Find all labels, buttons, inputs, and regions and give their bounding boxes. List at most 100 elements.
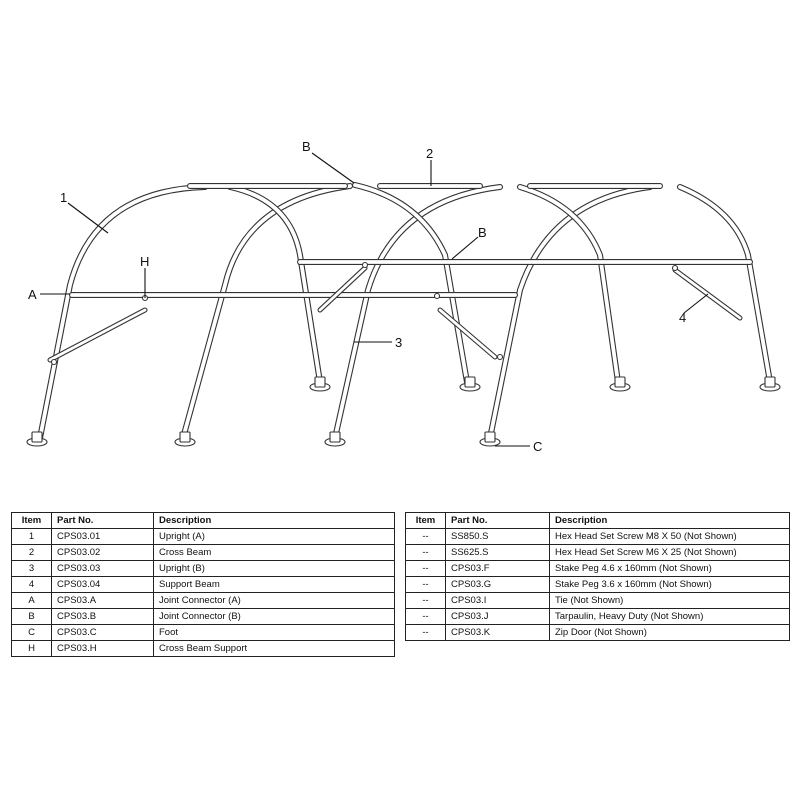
description-cell: Upright (A) — [153, 528, 395, 545]
back-arch-1-core — [228, 185, 322, 384]
description-cell: Zip Door (Not Shown) — [549, 624, 790, 641]
description-cell: Hex Head Set Screw M6 X 25 (Not Shown) — [549, 544, 790, 561]
foot-back-2 — [459, 376, 481, 392]
foot-back-4 — [759, 376, 781, 392]
joint-marker — [50, 358, 58, 366]
part-no-cell: CPS03.04 — [51, 576, 154, 593]
front-arch-4-core — [488, 185, 652, 440]
part-no-cell: CPS03.K — [445, 624, 550, 641]
header-part-no: Part No. — [51, 512, 154, 529]
part-no-cell: CPS03.A — [51, 592, 154, 609]
part-no-cell: SS850.S — [445, 528, 550, 545]
joint-marker — [433, 292, 441, 300]
joint-marker — [361, 261, 369, 269]
callout-b-mid: B — [478, 225, 487, 240]
item-cell: -- — [405, 544, 446, 561]
leader-b-mid — [451, 236, 479, 260]
part-no-cell: CPS03.J — [445, 608, 550, 625]
item-cell: -- — [405, 624, 446, 641]
front-arch-1-core — [38, 185, 207, 440]
item-cell: 4 — [11, 576, 52, 593]
description-cell: Support Beam — [153, 576, 395, 593]
foot-front-3 — [324, 431, 346, 447]
part-no-cell: CPS03.F — [445, 560, 550, 577]
part-no-cell: CPS03.H — [51, 640, 154, 657]
item-cell: -- — [405, 576, 446, 593]
part-no-cell: CPS03.I — [445, 592, 550, 609]
front-arch-3 — [332, 184, 503, 441]
item-cell: 1 — [11, 528, 52, 545]
callout-2: 2 — [426, 146, 433, 161]
item-cell: -- — [405, 560, 446, 577]
part-no-cell: CPS03.02 — [51, 544, 154, 561]
item-cell: A — [11, 592, 52, 609]
foot-back-1 — [309, 376, 331, 392]
part-no-cell: CPS03.03 — [51, 560, 154, 577]
description-cell: Stake Peg 3.6 x 160mm (Not Shown) — [549, 576, 790, 593]
joint-marker — [496, 353, 504, 361]
description-cell: Upright (B) — [153, 560, 395, 577]
header-part-no: Part No. — [445, 512, 550, 529]
feet-group — [26, 261, 781, 447]
item-cell: 2 — [11, 544, 52, 561]
frame-exploded-diagram: 1 B 2 B H A 3 4 C — [26, 139, 781, 454]
callout-3: 3 — [395, 335, 402, 350]
callout-c: C — [533, 439, 542, 454]
leader-4 — [683, 293, 709, 314]
header-description: Description — [153, 512, 395, 529]
support-beam-1-core — [48, 308, 147, 362]
support-beam-2-core — [318, 266, 367, 312]
leader-b-top — [311, 152, 355, 184]
front-arch-2 — [180, 183, 353, 441]
callout-1: 1 — [60, 190, 67, 205]
joint-marker — [671, 264, 679, 272]
item-cell: -- — [405, 592, 446, 609]
description-cell: Hex Head Set Screw M8 X 50 (Not Shown) — [549, 528, 790, 545]
header-item: Item — [11, 512, 52, 529]
part-no-cell: CPS03.B — [51, 608, 154, 625]
foot-front-4 — [479, 431, 501, 447]
tent-frame-drawing — [37, 182, 773, 441]
part-no-cell: CPS03.C — [51, 624, 154, 641]
description-cell: Foot — [153, 624, 395, 641]
header-description: Description — [549, 512, 790, 529]
foot-back-3 — [609, 376, 631, 392]
front-arch-3-core — [333, 185, 502, 440]
callout-a: A — [28, 287, 37, 302]
item-cell: -- — [405, 608, 446, 625]
description-cell: Joint Connector (B) — [153, 608, 395, 625]
description-cell: Tarpaulin, Heavy Duty (Not Shown) — [549, 608, 790, 625]
item-cell: H — [11, 640, 52, 657]
part-no-cell: SS625.S — [445, 544, 550, 561]
callout-b-top: B — [302, 139, 311, 154]
foot-front-2 — [174, 431, 196, 447]
item-cell: 3 — [11, 560, 52, 577]
back-arch-3-core — [518, 185, 620, 384]
item-cell: B — [11, 608, 52, 625]
item-cell: -- — [405, 528, 446, 545]
back-arch-4-core — [678, 185, 772, 384]
description-cell: Tie (Not Shown) — [549, 592, 790, 609]
description-cell: Cross Beam — [153, 544, 395, 561]
front-arch-2-core — [181, 184, 352, 440]
leader-1 — [67, 202, 109, 234]
description-cell: Stake Peg 4.6 x 160mm (Not Shown) — [549, 560, 790, 577]
callout-h: H — [140, 254, 149, 269]
part-no-cell: CPS03.01 — [51, 528, 154, 545]
description-cell: Joint Connector (A) — [153, 592, 395, 609]
foot-front-1 — [26, 431, 48, 447]
